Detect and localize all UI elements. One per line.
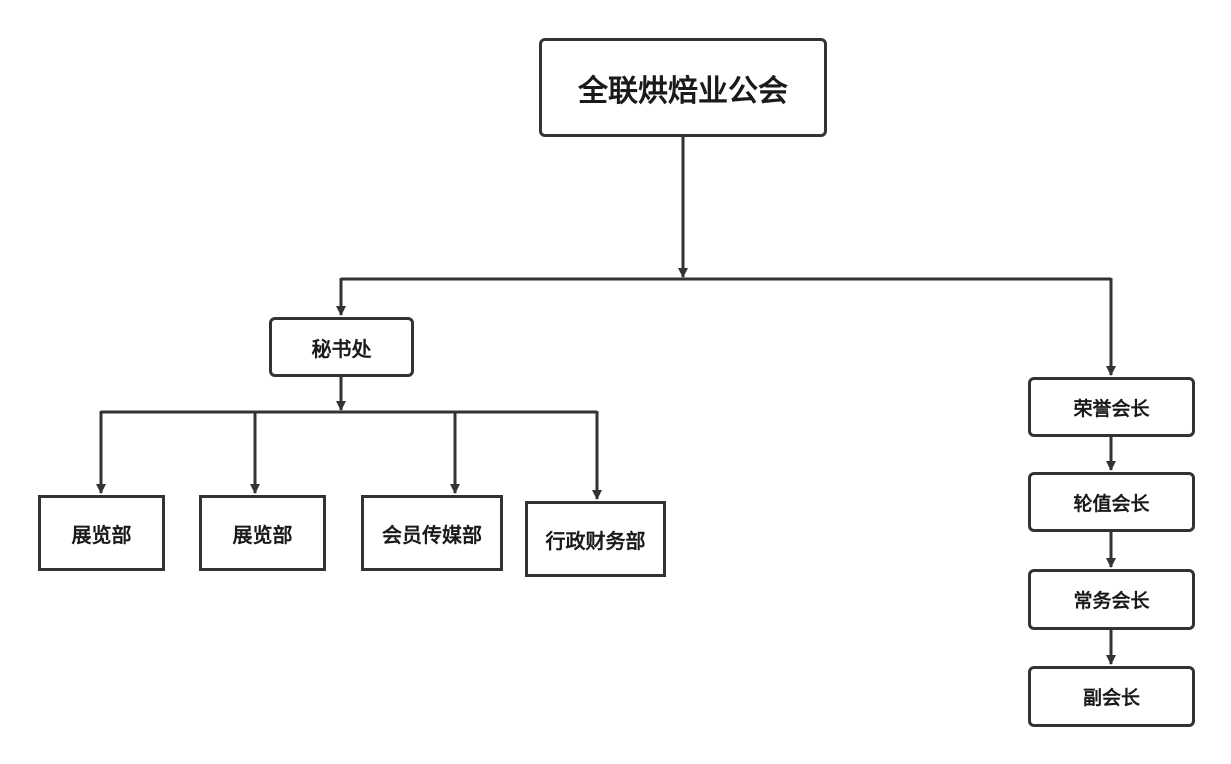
department-node: 展览部	[199, 495, 326, 571]
department-node: 展览部	[38, 495, 165, 571]
department-label: 行政财务部	[545, 528, 646, 553]
department-node: 行政财务部	[525, 501, 666, 577]
root-node: 全联烘焙业公会	[539, 38, 827, 137]
leadership-label: 副会长	[1082, 687, 1140, 709]
root-label: 全联烘焙业公会	[578, 73, 788, 109]
leadership-node: 副会长	[1028, 666, 1195, 727]
department-label: 展览部	[71, 522, 132, 547]
secretariat-node: 秘书处	[269, 317, 414, 377]
department-label: 展览部	[232, 522, 293, 547]
department-node: 会员传媒部	[361, 495, 503, 571]
leadership-label: 常务会长	[1073, 590, 1150, 612]
leadership-node: 常务会长	[1028, 569, 1195, 630]
leadership-label: 荣誉会长	[1073, 397, 1150, 420]
leadership-node: 轮值会长	[1028, 472, 1195, 532]
leadership-node: 荣誉会长	[1028, 377, 1195, 437]
leadership-label: 轮值会长	[1073, 492, 1150, 515]
secretariat-label: 秘书处	[311, 336, 372, 361]
department-label: 会员传媒部	[382, 522, 482, 547]
